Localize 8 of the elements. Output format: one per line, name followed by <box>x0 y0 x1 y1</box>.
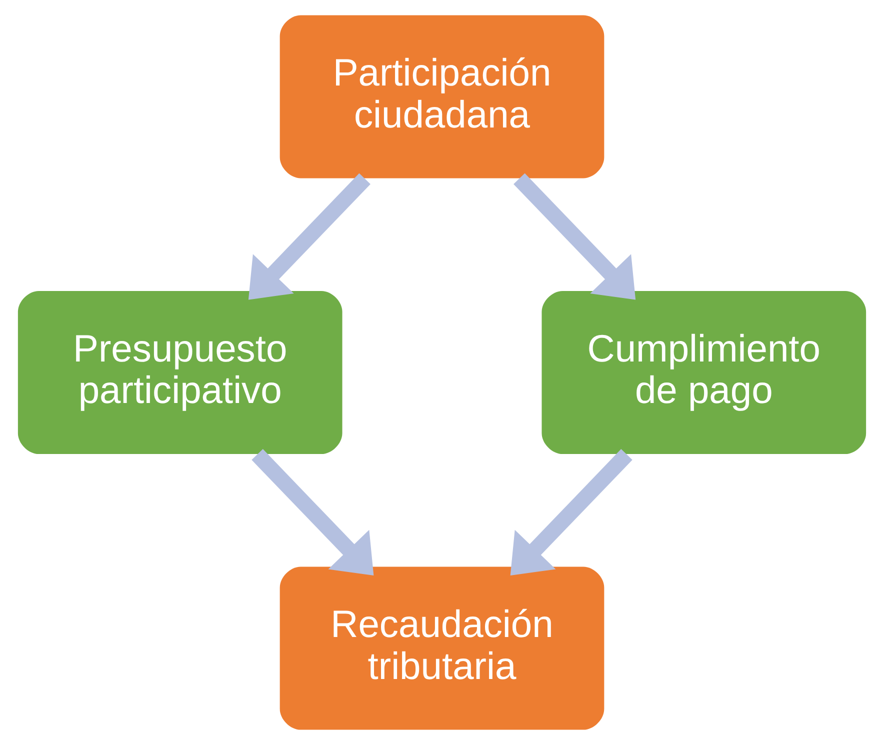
arrow <box>514 173 636 300</box>
arrow <box>252 449 374 576</box>
arrow <box>510 449 632 576</box>
arrow <box>248 173 370 300</box>
node-box: Recaudación tributaria <box>280 566 604 730</box>
node-box: Presupuesto participativo <box>18 290 342 454</box>
node-box: Participación ciudadana <box>280 15 604 178</box>
node-box: Cumplimiento de pago <box>542 290 866 454</box>
